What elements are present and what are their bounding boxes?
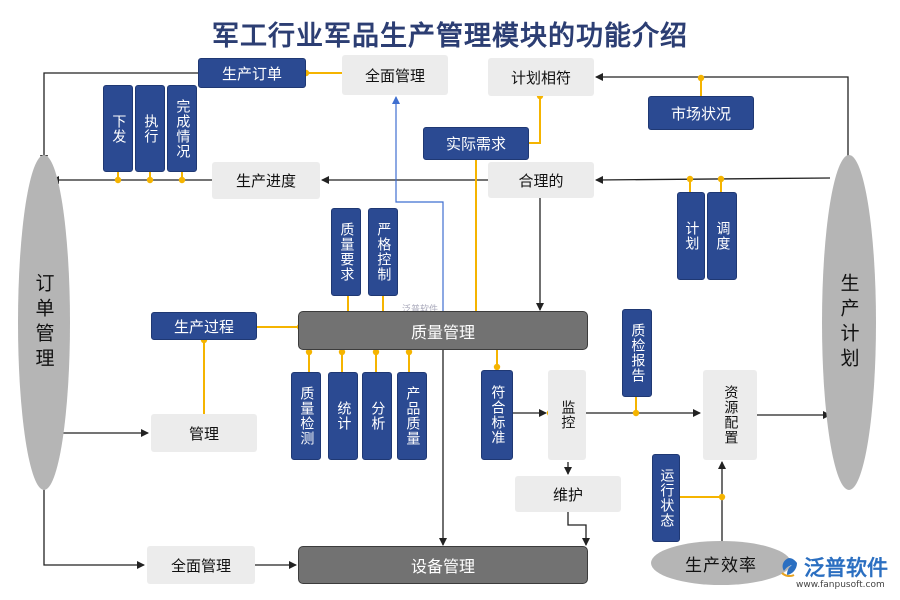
qc-report-box: 质检报告 xyxy=(622,309,652,397)
fanpusoft-logo: 泛普软件 xyxy=(778,552,888,582)
production-process-box: 生产过程 xyxy=(151,312,257,340)
run-status-label: 运行状态 xyxy=(658,468,675,528)
market-status-label: 市场状况 xyxy=(670,104,731,123)
completion-box: 完成情况 xyxy=(167,85,197,172)
page-title: 军工行业军品生产管理模块的功能介绍 xyxy=(212,21,688,52)
reasonable-label: 合理的 xyxy=(518,171,564,190)
production-progress-label: 生产进度 xyxy=(235,172,296,190)
execute-box: 执行 xyxy=(135,85,165,172)
plan-label: 计划 xyxy=(683,221,700,251)
production-efficiency-ellipse: 生产效率 xyxy=(651,541,791,585)
equipment-management-label: 设备管理 xyxy=(410,557,475,576)
issue-label: 下发 xyxy=(110,113,127,144)
production-efficiency-label: 生产效率 xyxy=(685,555,757,576)
analysis-box: 分析 xyxy=(362,372,392,460)
order-management-ellipse: 订单管理 xyxy=(18,155,70,490)
dispatch-label: 调度 xyxy=(714,221,731,251)
overall-management-bottom-box: 全面管理 xyxy=(147,546,255,584)
analysis-label: 分析 xyxy=(369,401,386,431)
qc-report-label: 质检报告 xyxy=(629,323,646,383)
quality-requirement-label: 质量要求 xyxy=(338,222,355,282)
overall-management-bottom-label: 全面管理 xyxy=(170,556,231,575)
quality-management-box: 质量管理 xyxy=(298,311,588,350)
equipment-management-box: 设备管理 xyxy=(298,546,588,584)
plan-match-label: 计划相符 xyxy=(510,68,571,87)
statistics-label: 统计 xyxy=(335,401,352,431)
issue-box: 下发 xyxy=(103,85,133,172)
production-plan-label: 生产计划 xyxy=(837,272,860,373)
fanpusoft-logo-icon xyxy=(781,558,797,578)
quality-inspection-box: 质量检测 xyxy=(291,372,321,460)
quality-requirement-box: 质量要求 xyxy=(331,208,361,296)
production-order-box: 生产订单 xyxy=(198,58,306,88)
run-status-box: 运行状态 xyxy=(652,454,680,542)
reasonable-box: 合理的 xyxy=(488,162,594,198)
meet-standard-box: 符合标准 xyxy=(481,370,513,460)
plan-match-box: 计划相符 xyxy=(488,58,594,96)
production-progress-box: 生产进度 xyxy=(212,162,320,199)
production-plan-ellipse: 生产计划 xyxy=(822,155,876,490)
management-label: 管理 xyxy=(188,424,219,443)
dispatch-box: 调度 xyxy=(707,192,737,280)
strict-control-box: 严格控制 xyxy=(368,208,398,296)
maintenance-label: 维护 xyxy=(552,485,583,504)
management-box: 管理 xyxy=(151,414,257,452)
quality-inspection-label: 质量检测 xyxy=(298,386,315,446)
actual-demand-box: 实际需求 xyxy=(423,127,529,160)
overall-management-top-label: 全面管理 xyxy=(364,66,425,85)
meet-standard-label: 符合标准 xyxy=(489,385,506,445)
monitor-box: 监控 xyxy=(548,370,586,460)
maintenance-box: 维护 xyxy=(515,476,621,512)
fanpusoft-url: www.fanpusoft.com xyxy=(796,580,885,590)
production-process-label: 生产过程 xyxy=(173,317,234,336)
market-status-box: 市场状况 xyxy=(648,96,754,130)
overall-management-top-box: 全面管理 xyxy=(342,55,448,95)
plan-box: 计划 xyxy=(677,192,705,280)
production-order-label: 生产订单 xyxy=(221,64,282,83)
product-quality-label: 产品质量 xyxy=(404,386,421,446)
strict-control-label: 严格控制 xyxy=(375,222,392,282)
product-quality-box: 产品质量 xyxy=(397,372,427,460)
resource-config-label: 资源配置 xyxy=(722,385,739,445)
actual-demand-label: 实际需求 xyxy=(445,135,506,153)
order-management-label: 订单管理 xyxy=(32,272,55,373)
execute-label: 执行 xyxy=(142,113,159,144)
monitor-label: 监控 xyxy=(559,400,576,430)
completion-label: 完成情况 xyxy=(174,98,191,159)
quality-management-label: 质量管理 xyxy=(410,322,475,342)
fanpusoft-logo-text: 泛普软件 xyxy=(804,556,888,580)
watermark: 泛普软件 xyxy=(402,305,439,315)
resource-config-box: 资源配置 xyxy=(703,370,757,460)
statistics-box: 统计 xyxy=(328,372,358,460)
